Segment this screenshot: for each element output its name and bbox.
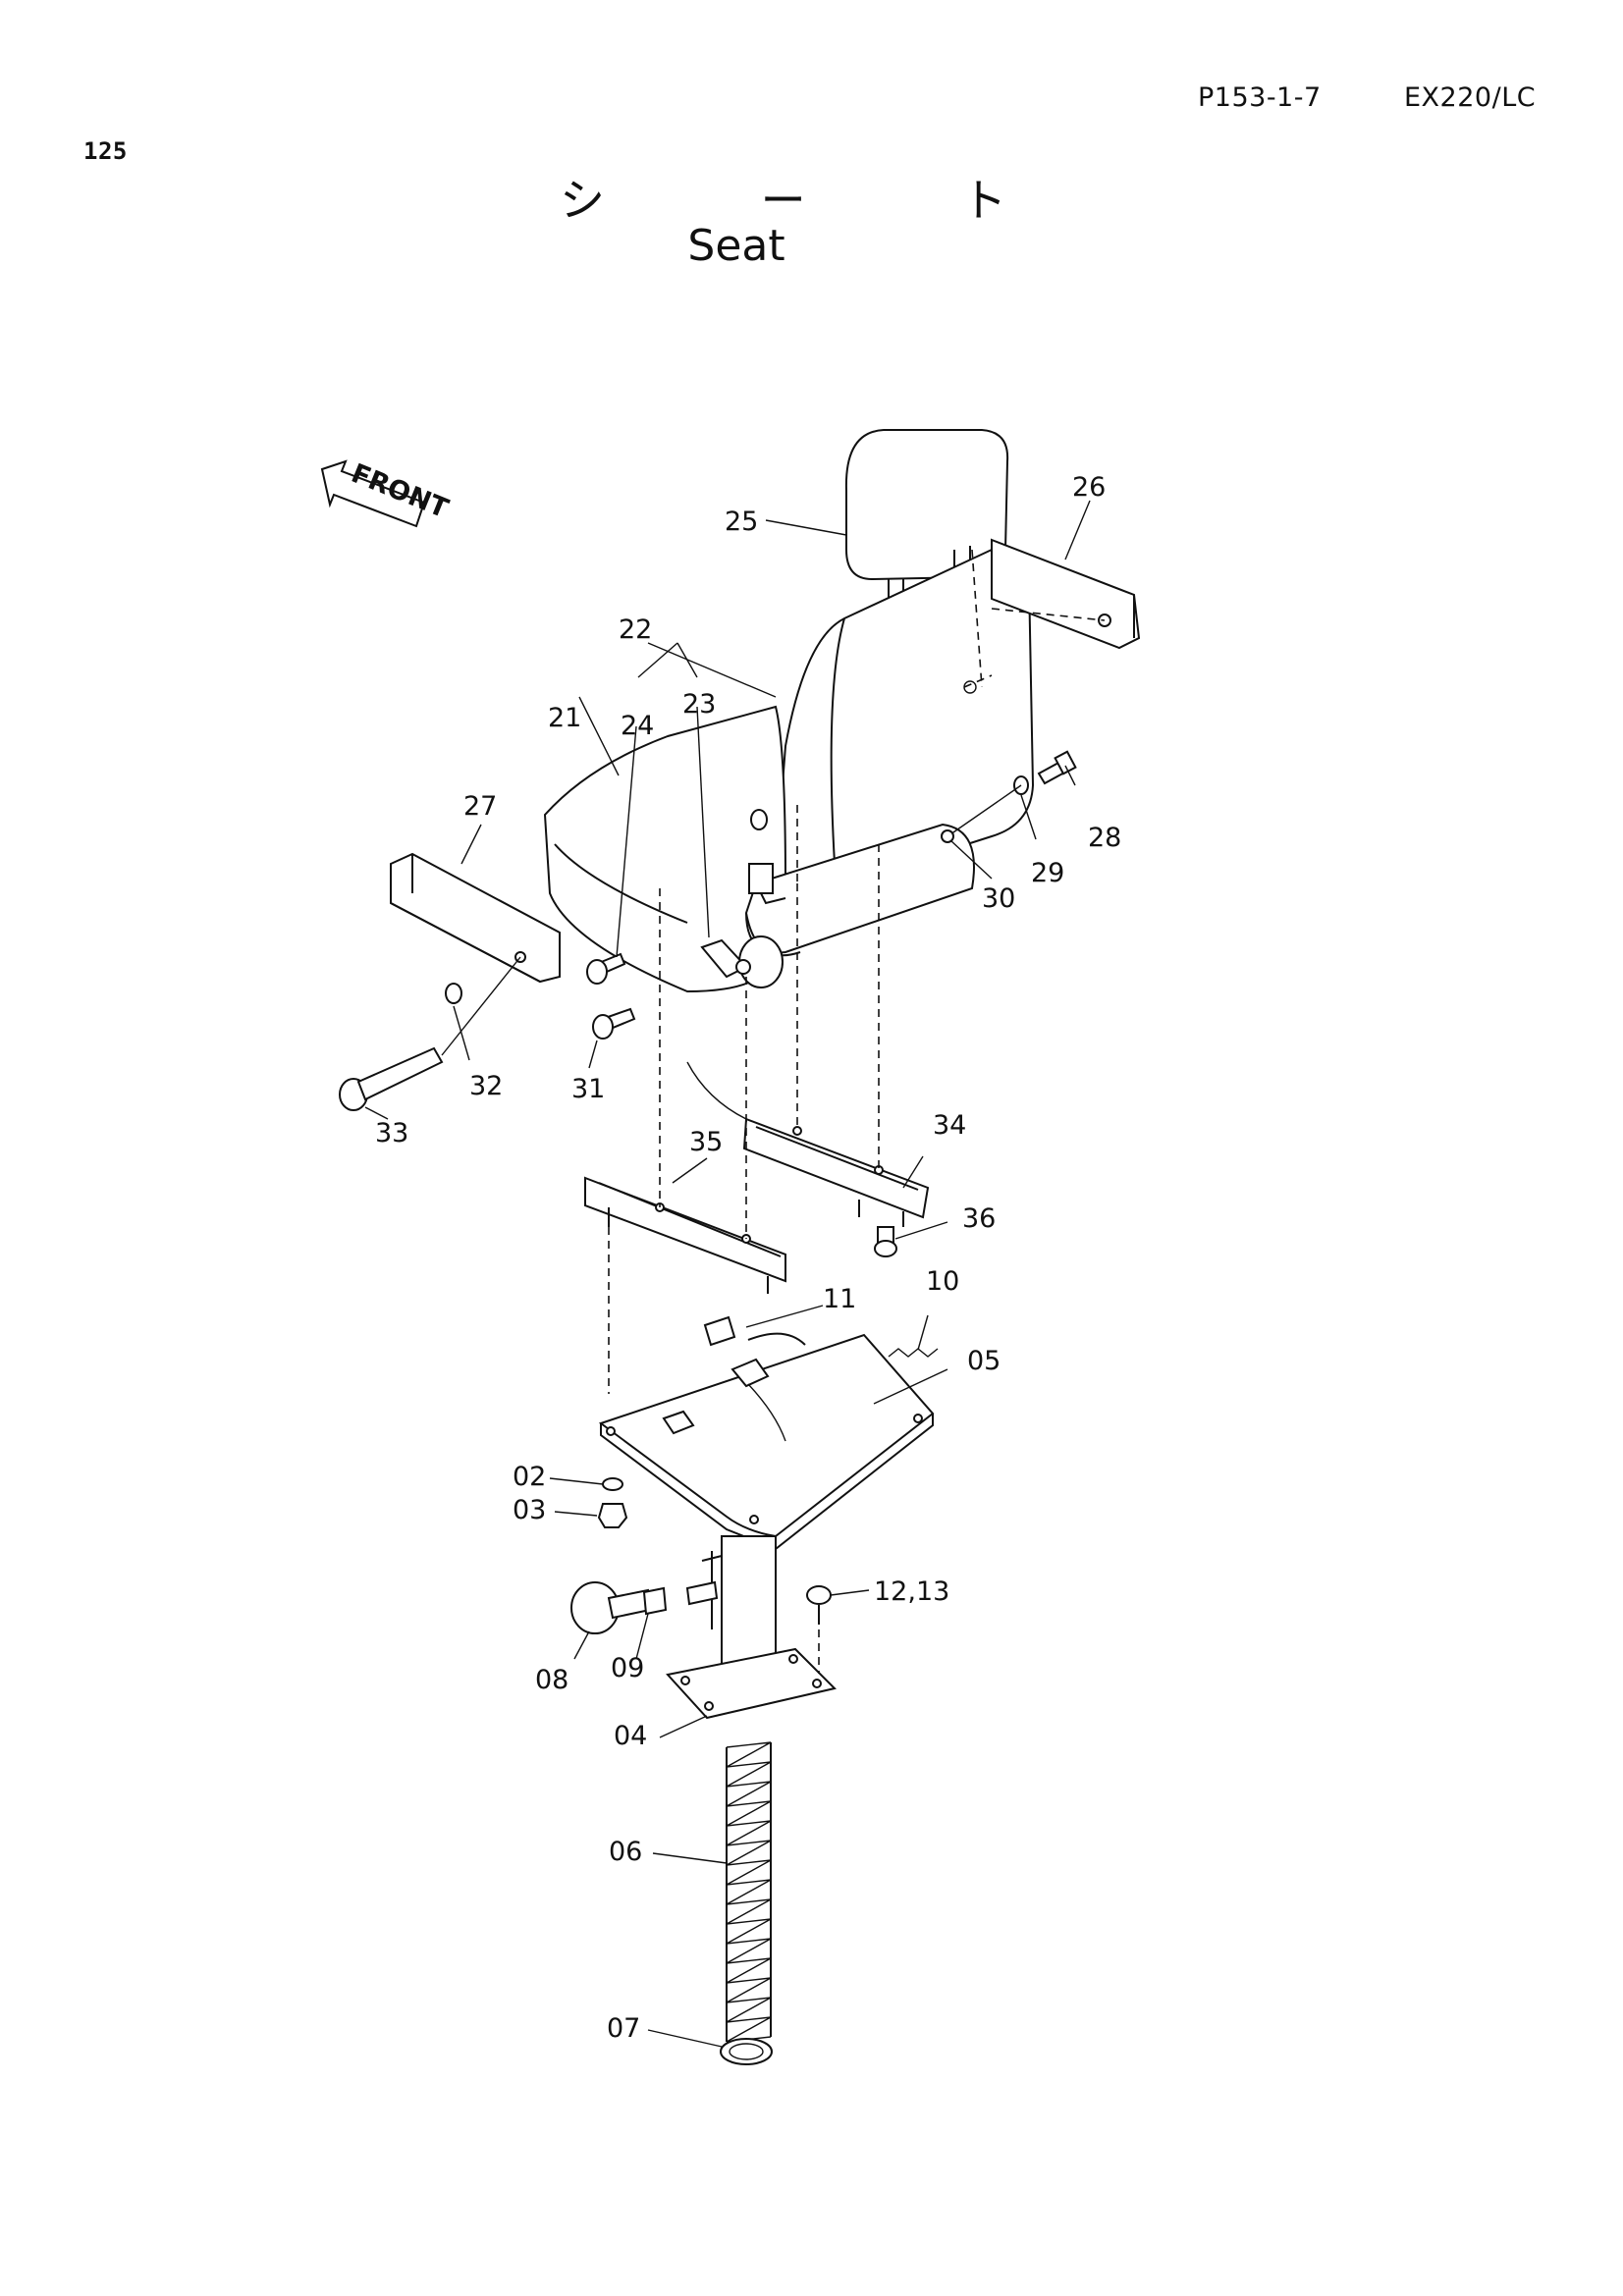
callout-22: 22 bbox=[619, 614, 652, 645]
bolt-24-part bbox=[586, 952, 626, 985]
spring-10-part bbox=[888, 1348, 939, 1358]
leader-lines bbox=[364, 500, 1091, 2048]
front-arrow-icon: FRONT bbox=[320, 458, 453, 528]
bolt-12-13-part bbox=[806, 1585, 832, 1674]
callout-24: 24 bbox=[621, 711, 654, 741]
bolt-31-part bbox=[592, 1007, 636, 1040]
knob-11-part bbox=[703, 1315, 736, 1347]
callout-11: 11 bbox=[823, 1284, 856, 1314]
title-english: Seat bbox=[687, 221, 785, 271]
nut-03-part bbox=[597, 1503, 628, 1528]
bolt-09-part bbox=[642, 1586, 668, 1616]
callout-32: 32 bbox=[469, 1071, 503, 1101]
spring-06-part bbox=[726, 1741, 772, 2043]
callout-30: 30 bbox=[982, 883, 1015, 914]
seat-plate-part bbox=[598, 1332, 935, 1551]
callout-36: 36 bbox=[962, 1203, 996, 1234]
bolt-33-part bbox=[339, 956, 521, 1111]
callout-34: 34 bbox=[933, 1110, 966, 1141]
washer-02-part bbox=[602, 1477, 623, 1491]
callout-26: 26 bbox=[1072, 472, 1106, 503]
callout-31: 31 bbox=[571, 1074, 605, 1104]
callout-08: 08 bbox=[535, 1665, 568, 1695]
callout-27: 27 bbox=[463, 791, 497, 822]
armrest-left-part bbox=[390, 852, 561, 984]
callout-10: 10 bbox=[926, 1266, 959, 1297]
snap-ring-07-part bbox=[720, 2038, 773, 2065]
callout-35: 35 bbox=[689, 1127, 723, 1157]
callout-21: 21 bbox=[548, 703, 581, 733]
handle-bolt-part bbox=[685, 1580, 719, 1606]
knob-08-part bbox=[570, 1581, 652, 1634]
callout-09: 09 bbox=[611, 1653, 644, 1683]
callout-29: 29 bbox=[1031, 858, 1064, 888]
bolt-36-part bbox=[874, 1226, 897, 1257]
callout-03: 03 bbox=[513, 1495, 546, 1525]
seat-column-part bbox=[666, 1535, 837, 1720]
callout-04: 04 bbox=[614, 1721, 647, 1751]
seat-frame-part bbox=[700, 805, 975, 988]
callout-05: 05 bbox=[967, 1346, 1001, 1376]
callout-labels: 25 26 22 21 24 23 27 28 29 30 32 31 33 3… bbox=[375, 472, 1121, 2044]
armrest-right-part bbox=[991, 538, 1141, 650]
callout-28: 28 bbox=[1088, 823, 1121, 853]
bolt-28-part bbox=[941, 750, 1077, 843]
slide-rail-34-part bbox=[686, 1061, 930, 1227]
callout-23: 23 bbox=[682, 689, 716, 720]
slide-rail-35-part bbox=[584, 1176, 786, 1294]
model-name: EX220/LC bbox=[1404, 82, 1537, 113]
callout-07: 07 bbox=[607, 2013, 640, 2044]
callout-33: 33 bbox=[375, 1118, 408, 1148]
page-number: 125 bbox=[83, 137, 128, 165]
callout-25: 25 bbox=[725, 507, 758, 537]
assembly-guide-lines bbox=[608, 844, 880, 1394]
callout-06: 06 bbox=[609, 1837, 642, 1867]
page-code: P153-1-7 bbox=[1198, 82, 1322, 113]
callout-12-13: 12,13 bbox=[874, 1576, 949, 1607]
title-japanese: シ ー ト bbox=[560, 174, 1078, 227]
callout-02: 02 bbox=[513, 1462, 546, 1492]
